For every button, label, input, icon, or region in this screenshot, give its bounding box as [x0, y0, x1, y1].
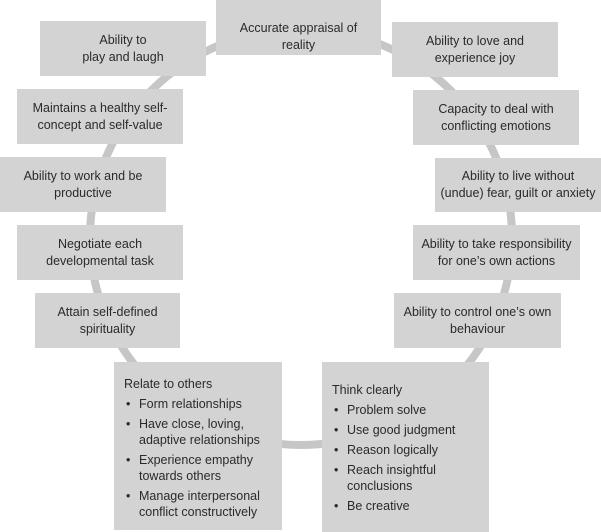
node-text: productive	[54, 185, 112, 200]
node-title: Think clearly	[332, 383, 403, 397]
node-text: spirituality	[79, 321, 136, 336]
list-item: Reason logically	[332, 442, 481, 458]
node-responsibility: Ability to take responsibility for one’s …	[413, 225, 580, 280]
node-text: concept and self-value	[37, 117, 163, 132]
node-play-laugh: Ability to play and laugh	[40, 21, 206, 76]
node-text: Attain self-defined	[57, 304, 158, 319]
node-control-behaviour: Ability to control one’s own behaviour	[394, 293, 561, 348]
node-text: Accurate appraisal of reality	[239, 21, 358, 52]
node-accurate-appraisal: Accurate appraisal of reality	[216, 0, 381, 55]
node-relate-to-others: Relate to others Form relationships Have…	[114, 362, 282, 530]
bullet-list: Problem solve Use good judgment Reason l…	[332, 402, 481, 514]
node-text: play and laugh	[82, 49, 164, 64]
bullet-list: Form relationships Have close, loving, a…	[124, 396, 274, 520]
node-text: Ability to work and be	[23, 168, 143, 183]
list-item: Use good judgment	[332, 422, 481, 438]
node-text: for one’s own actions	[437, 253, 556, 268]
node-text: Ability to live without	[461, 169, 575, 183]
node-text: Maintains a healthy self-	[32, 100, 168, 115]
node-self-concept: Maintains a healthy self-concept and sel…	[17, 89, 183, 144]
list-item: Problem solve	[332, 402, 481, 418]
list-item: Experience empathy towards others	[124, 452, 274, 484]
node-spirituality: Attain self-defined spirituality	[35, 293, 180, 348]
node-text: behaviour	[450, 321, 505, 336]
list-item: Reach insightful conclusions	[332, 462, 481, 494]
node-think-clearly: Think clearly Problem solve Use good jud…	[322, 362, 489, 532]
list-item: Be creative	[332, 498, 481, 514]
node-text: Capacity to deal with	[438, 101, 554, 116]
node-text: conflicting emotions	[441, 118, 551, 133]
node-negotiate-task: Negotiate each developmental task	[17, 225, 183, 280]
node-text: experience joy	[434, 50, 516, 65]
node-text: Ability to love and	[426, 33, 524, 48]
node-conflicting-emotions: Capacity to deal with conflicting emotion…	[413, 90, 579, 145]
node-text: (undue) fear, guilt or anxiety	[440, 186, 596, 200]
list-item: Have close, loving, adaptive relationshi…	[124, 416, 274, 448]
node-work-productive: Ability to work and be productive	[0, 157, 166, 212]
list-item: Form relationships	[124, 396, 274, 412]
node-live-without-fear: Ability to live without (undue) fear, gui…	[435, 158, 601, 212]
node-text: developmental task	[46, 253, 154, 268]
node-text: Ability to control one’s own	[403, 304, 552, 319]
node-text: Ability to	[99, 32, 147, 47]
node-text: Negotiate each	[57, 236, 143, 251]
node-text: Ability to take responsibility	[421, 236, 572, 251]
node-love-joy: Ability to love and experience joy	[392, 22, 558, 77]
node-title: Relate to others	[124, 377, 213, 391]
list-item: Manage interpersonal conflict constructi…	[124, 488, 274, 520]
